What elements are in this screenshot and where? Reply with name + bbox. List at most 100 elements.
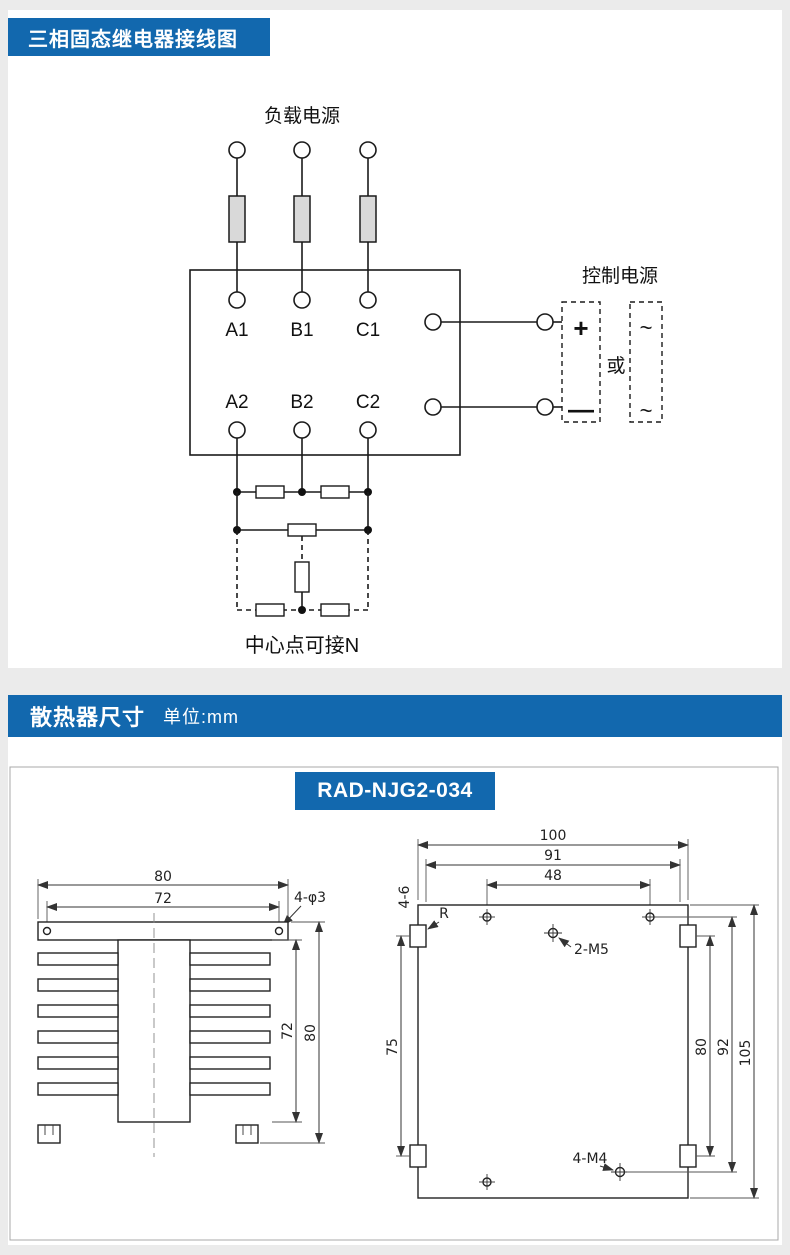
foot	[37, 1124, 61, 1144]
phase-feed-b	[293, 141, 311, 292]
model-badge: RAD-NJG2-034	[295, 772, 495, 810]
fin	[37, 1082, 119, 1096]
resistor	[255, 485, 285, 499]
label-c1: C1	[356, 320, 380, 341]
heatsink-profile-view: 80 72 4-φ3	[37, 869, 326, 1157]
dim-105: 105	[738, 1040, 754, 1067]
mounting-notch	[679, 924, 697, 948]
label-a2: A2	[225, 392, 248, 413]
m4-note: 4-M4	[573, 1151, 608, 1167]
leader-line	[599, 1163, 614, 1171]
or-label: 或	[606, 355, 625, 377]
center-column	[117, 939, 191, 1123]
label-b1: B1	[290, 320, 313, 341]
load-power-label: 负载电源	[264, 105, 340, 127]
corner-radius-note: R	[439, 906, 449, 922]
phase-feed-c	[359, 141, 377, 292]
fin	[189, 1082, 271, 1096]
fuse-c	[359, 195, 377, 243]
relay-terminals-row2: A2 B2 C2	[225, 392, 380, 439]
fin	[189, 978, 271, 992]
label-a1: A1	[225, 320, 248, 341]
leader-line	[427, 920, 440, 930]
mounting-notch	[409, 1144, 427, 1168]
heatsink-title: 散热器尺寸	[30, 705, 146, 730]
dc-source-box	[561, 301, 601, 423]
fin	[37, 952, 119, 966]
dim-48: 48	[544, 868, 562, 884]
fin	[189, 1004, 271, 1018]
control-node-plus	[536, 313, 554, 331]
fin	[189, 952, 271, 966]
plus-sign: +	[573, 313, 588, 343]
fuse-b	[293, 195, 311, 243]
phase-feed-a	[228, 141, 246, 292]
ac-sign-bottom: ~	[640, 398, 653, 423]
flange-hole	[274, 926, 284, 936]
fuse-a	[228, 195, 246, 243]
terminal-c1	[359, 291, 377, 309]
dim-width-outer: 80	[154, 869, 172, 885]
heatsink-header-ribbon: 散热器尺寸 单位:mm	[8, 695, 782, 737]
dim-75: 75	[385, 1038, 401, 1056]
terminal-b2	[293, 421, 311, 439]
flange-hole	[42, 926, 52, 936]
resistor-vertical	[294, 561, 310, 593]
wiring-diagram: 负载电源 A1 B1 C1	[189, 105, 663, 657]
dim-91: 91	[544, 848, 562, 864]
supply-terminal-b	[293, 141, 311, 159]
terminal-b1	[293, 291, 311, 309]
resistor	[255, 603, 285, 617]
label-b2: B2	[290, 392, 313, 413]
base-plate	[417, 904, 689, 1199]
flange	[37, 921, 289, 941]
center-point-note: 中心点可接N	[245, 634, 359, 657]
control-input-wiring: 控制电源 + — 或 ~ ~	[424, 265, 663, 424]
mounting-notch	[409, 924, 427, 948]
dim-width-inner: 72	[154, 891, 172, 907]
resistor	[287, 523, 317, 537]
control-power-label: 控制电源	[582, 265, 658, 287]
junction-dot	[298, 488, 306, 496]
snubber-network: 中心点可接N	[233, 438, 372, 657]
fin	[189, 1030, 271, 1044]
wiring-panel: 三相固态继电器接线图 负载电源	[8, 10, 782, 668]
mounting-notch	[679, 1144, 697, 1168]
terminal-c2	[359, 421, 377, 439]
junction-dot	[298, 606, 306, 614]
unit-label: 单位:mm	[163, 707, 240, 727]
resistor	[320, 603, 350, 617]
control-terminal-plus	[424, 313, 442, 331]
ac-sign-top: ~	[640, 315, 653, 340]
dim-100: 100	[540, 828, 567, 844]
control-node-minus	[536, 398, 554, 416]
dim-height-inner: 72	[280, 1022, 296, 1040]
supply-terminal-a	[228, 141, 246, 159]
relay-terminals-row1: A1 B1 C1	[225, 291, 380, 341]
m5-note: 2-M5	[574, 942, 609, 958]
dim-92: 92	[716, 1038, 732, 1056]
wiring-title: 三相固态继电器接线图	[28, 28, 238, 51]
heatsink-plate-view: 100 91 48	[385, 828, 759, 1199]
dim-height-outer: 80	[303, 1024, 319, 1042]
relay-body	[189, 269, 461, 456]
fin	[37, 1030, 119, 1044]
slot-note: 4-6	[397, 885, 413, 908]
dim-80: 80	[694, 1038, 710, 1056]
terminal-a2	[228, 421, 246, 439]
resistor	[320, 485, 350, 499]
heatsink-drawings: 80 72 4-φ3	[9, 766, 779, 1241]
minus-sign: —	[568, 394, 594, 424]
fin	[37, 1004, 119, 1018]
hole-note: 4-φ3	[294, 890, 326, 906]
wiring-header-ribbon: 三相固态继电器接线图	[8, 18, 270, 56]
fin	[37, 1056, 119, 1070]
leader-line	[558, 937, 572, 948]
fin	[189, 1056, 271, 1070]
ac-source-box	[629, 301, 663, 423]
heatsink-panel: 散热器尺寸 单位:mm RAD-NJG2-034 80 72 4-φ3	[8, 695, 782, 1245]
supply-terminal-c	[359, 141, 377, 159]
label-c2: C2	[356, 392, 380, 413]
terminal-a1	[228, 291, 246, 309]
foot	[235, 1124, 259, 1144]
